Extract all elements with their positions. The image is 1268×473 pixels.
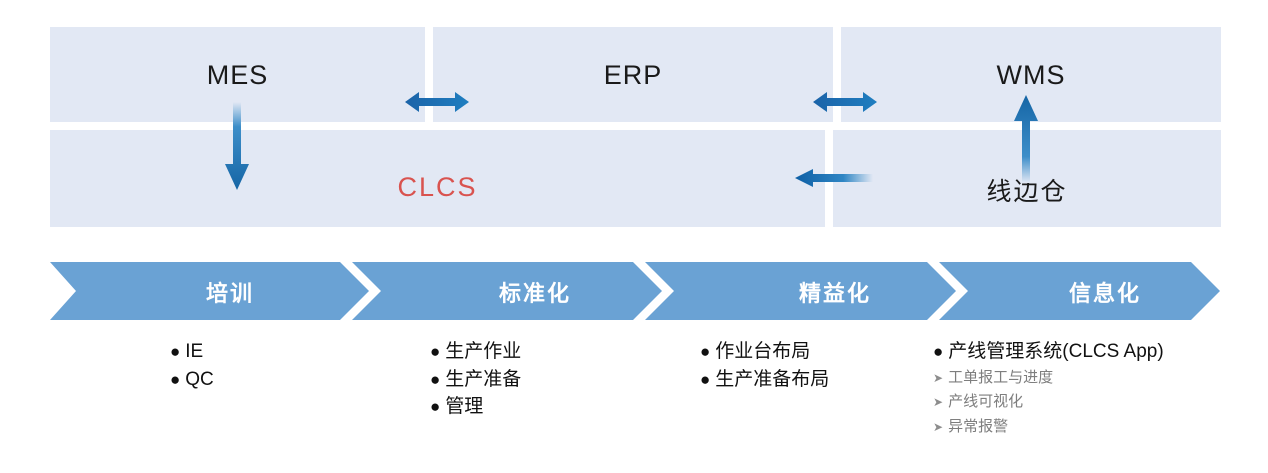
bullet-dot-icon: ● [700, 369, 711, 389]
panel-wms-label: WMS [996, 60, 1066, 90]
arrow-up-icon-wip-to-wms [1013, 95, 1039, 183]
chevron-stage-2 [645, 262, 956, 320]
panel-erp-label: ERP [603, 60, 663, 90]
bullet-dot-icon: ● [170, 342, 181, 361]
panel-clcs-label: CLCS [397, 172, 478, 202]
bullet-dot-icon: ● [430, 342, 441, 361]
list-item-label: QC [185, 368, 214, 390]
sub-list-item: ➤ 工单报工与进度 [933, 366, 1164, 391]
bullet-dot-icon: ● [700, 342, 711, 361]
caret-right-icon: ➤ [933, 420, 944, 435]
list-item-label: 作业台布局 [715, 341, 811, 362]
list-item: ● 作业台布局 [700, 338, 829, 366]
list-item: ● 生产准备布局 [700, 366, 829, 394]
system-architecture-diagram: MES ERP WMS CLCS 线边仓 [50, 27, 1221, 227]
stage-label-1[interactable]: 标准化 [498, 281, 571, 306]
double-arrow-icon-mes-erp [405, 89, 469, 115]
sub-list-item: ➤ 异常报警 [933, 415, 1164, 440]
chevron-stage-1 [352, 262, 662, 320]
arrow-left-icon-wip-to-clcs [795, 167, 873, 189]
stage-label-2[interactable]: 精益化 [798, 281, 871, 306]
double-arrow-icon-erp-wms [813, 89, 877, 115]
list-item: ● 产线管理系统(CLCS App) [933, 338, 1164, 366]
stage-details-0: ● IE ● QC [170, 338, 214, 393]
list-item-label: IE [185, 341, 204, 362]
stage-label-3[interactable]: 信息化 [1068, 281, 1141, 306]
sub-list-item-label: 产线可视化 [948, 393, 1024, 411]
list-item: ● IE [170, 338, 214, 366]
bullet-dot-icon: ● [933, 342, 944, 361]
list-item-label: 产线管理系统(CLCS App) [948, 341, 1164, 362]
sub-list-item-label: 工单报工与进度 [948, 368, 1054, 386]
sub-list-item-label: 异常报警 [948, 418, 1009, 436]
stage-details-3: ● 产线管理系统(CLCS App) ➤ 工单报工与进度 ➤ 产线可视化 ➤ 异… [933, 338, 1164, 440]
bullet-dot-icon: ● [430, 397, 441, 417]
list-item: ● QC [170, 366, 214, 394]
panel-mes-label: MES [206, 60, 269, 90]
panel-erp: ERP [433, 27, 833, 122]
bullet-dot-icon: ● [170, 369, 181, 389]
list-item-label: 生产准备布局 [715, 368, 830, 390]
sub-list-item: ➤ 产线可视化 [933, 390, 1164, 415]
list-item-label: 生产准备 [445, 368, 522, 390]
caret-right-icon: ➤ [933, 370, 944, 385]
list-item-label: 管理 [445, 396, 484, 418]
list-item: ● 生产准备 [430, 366, 521, 394]
chevron-stage-0 [50, 262, 369, 320]
process-stage-bar: 培训 标准化 精益化 信息化 [50, 262, 1220, 320]
list-item-label: 生产作业 [445, 341, 522, 362]
caret-right-icon: ➤ [933, 395, 944, 410]
stage-label-0[interactable]: 培训 [205, 281, 254, 306]
list-item: ● 生产作业 [430, 338, 521, 366]
stage-details-2: ● 作业台布局 ● 生产准备布局 [700, 338, 829, 393]
list-item: ● 管理 [430, 393, 521, 421]
panel-clcs: CLCS [50, 130, 825, 227]
bullet-dot-icon: ● [430, 369, 441, 389]
stage-details-1: ● 生产作业 ● 生产准备 ● 管理 [430, 338, 521, 421]
chevron-stage-3 [939, 262, 1220, 320]
arrow-down-icon-mes-to-clcs [224, 102, 250, 190]
